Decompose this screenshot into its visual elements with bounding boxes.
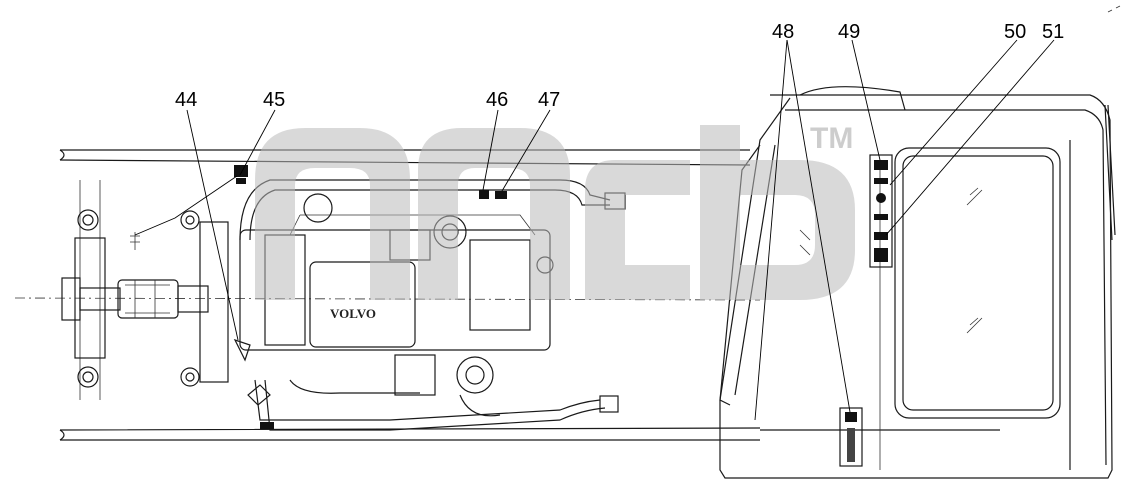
watermark: TM xyxy=(255,122,855,300)
callout-50: 50 xyxy=(1004,21,1026,43)
callout-44: 44 xyxy=(175,89,197,111)
engine-brand-label: VOLVO xyxy=(330,306,376,321)
leader-lines xyxy=(134,39,1055,421)
callouts: 44 45 46 47 48 49 50 51 xyxy=(175,21,1064,111)
callout-48: 48 xyxy=(772,21,794,43)
engine-decals xyxy=(130,165,507,429)
callout-51: 51 xyxy=(1042,21,1064,43)
corner-mark xyxy=(1107,5,1121,13)
callout-47: 47 xyxy=(538,89,560,111)
callout-46: 46 xyxy=(486,89,508,111)
watermark-tm: TM xyxy=(810,122,853,155)
callout-49: 49 xyxy=(838,21,860,43)
callout-45: 45 xyxy=(263,89,285,111)
cab-decals xyxy=(839,154,893,467)
drive-shaft xyxy=(61,277,209,321)
engine-mounts xyxy=(74,209,229,388)
